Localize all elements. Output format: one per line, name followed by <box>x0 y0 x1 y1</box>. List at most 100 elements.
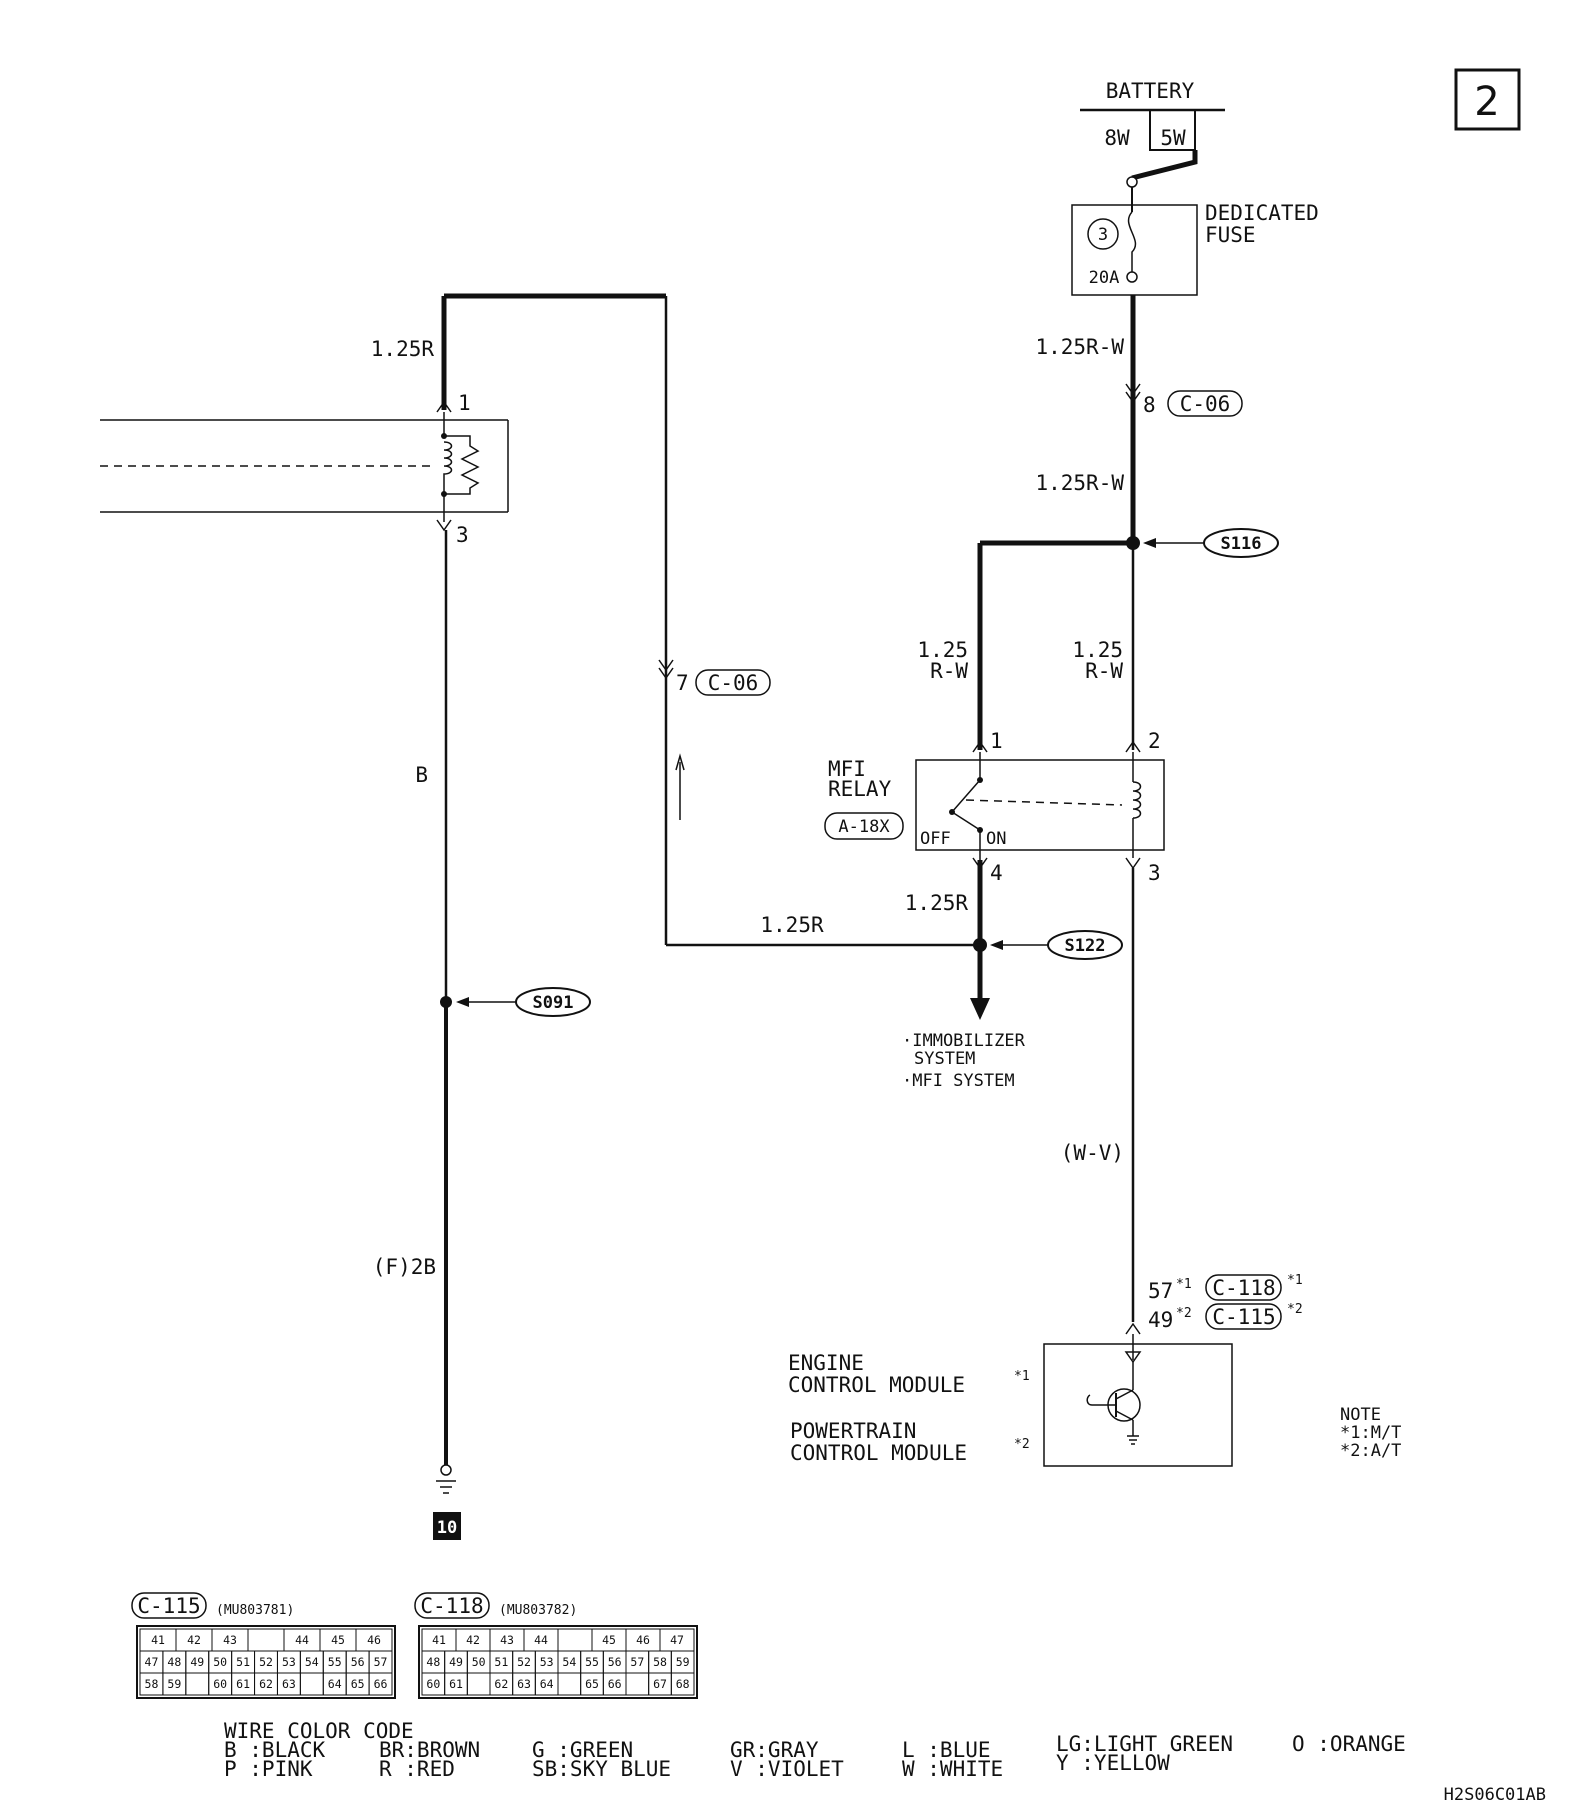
fuse-label-line2: FUSE <box>1205 223 1256 247</box>
pin57-sup: *1 <box>1176 1277 1192 1292</box>
c115-label: C-115 <box>1212 1305 1275 1329</box>
connector-pin-number: 66 <box>374 1677 388 1691</box>
connector-pin-number: 60 <box>213 1677 227 1691</box>
c118-face-outer <box>418 1625 698 1699</box>
relay-name-line2: RELAY <box>828 777 892 801</box>
connector-pin-number: 57 <box>374 1655 388 1669</box>
connector-pin-number: 48 <box>426 1655 440 1669</box>
relay-off-label: OFF <box>920 829 951 849</box>
connector-pin-number: 42 <box>466 1633 480 1647</box>
wire-label-relay4: 1.25R <box>905 891 969 915</box>
connector-cavity-empty <box>466 1672 491 1696</box>
left-comp-pin1-arrow <box>436 400 452 413</box>
wire-label-control: (W-V) <box>1061 1141 1124 1165</box>
color-code-lg: LG:LIGHT GREEN <box>1056 1732 1233 1756</box>
pin49: 49 <box>1148 1308 1173 1332</box>
s116-arrowhead <box>1143 538 1156 548</box>
battery-label: BATTERY <box>1106 79 1195 103</box>
transistor-base-hook <box>1086 1394 1093 1406</box>
ground-terminal <box>440 1464 452 1476</box>
fuse-rating: 20A <box>1089 268 1120 288</box>
connector-pin-number: 46 <box>367 1633 381 1647</box>
wire-label-horizontal: 1.25R <box>760 913 824 937</box>
page-number: 2 <box>1474 79 1499 125</box>
color-code-r: R :RED <box>379 1757 455 1781</box>
output-line3: ·MFI SYSTEM <box>902 1071 1015 1091</box>
splice-s116-label: S116 <box>1221 534 1262 554</box>
connector-pin-number: 57 <box>630 1655 644 1669</box>
wire-8w: 8W <box>1104 126 1130 150</box>
note-title: NOTE <box>1340 1405 1381 1425</box>
s091-arrowhead <box>456 997 469 1007</box>
page-number-box <box>1454 68 1521 131</box>
connector-pin-number: 61 <box>449 1677 463 1691</box>
fuse-label-line1: DEDICATED <box>1205 201 1319 225</box>
s122-arrowhead <box>990 940 1003 950</box>
relay-name-line1: MFI <box>828 757 866 781</box>
wire-label-relay2-l1: 1.25 <box>1072 638 1123 662</box>
powertrain-module-line2: CONTROL MODULE <box>790 1441 967 1465</box>
connector-pin-number: 44 <box>534 1633 548 1647</box>
connector-cavity-empty <box>557 1672 582 1696</box>
left-comp-resistor <box>444 435 480 495</box>
fuse-terminal-top <box>1126 176 1138 188</box>
c118-face-part: (MU803782) <box>499 1603 577 1618</box>
connector-cavity-empty <box>247 1628 285 1652</box>
color-code-v: V :VIOLET <box>730 1757 844 1781</box>
fuse-element <box>1127 211 1137 272</box>
c118-face-label: C-118 <box>420 1594 483 1618</box>
c06-box-left <box>695 669 771 696</box>
connector-pin-number: 59 <box>676 1655 690 1669</box>
color-code-l: L :BLUE <box>902 1738 991 1762</box>
relay-on-label: ON <box>986 829 1006 849</box>
wire-label-left-top: 1.25R <box>371 337 435 361</box>
color-code-g: G :GREEN <box>532 1738 633 1762</box>
relay-pin1: 1 <box>990 729 1003 753</box>
relay-pin4: 4 <box>990 861 1003 885</box>
connector-cavity-empty <box>299 1672 324 1696</box>
wire-label-fuse-out: 1.25R-W <box>1035 335 1124 359</box>
connector-pin-number: 47 <box>670 1633 684 1647</box>
splice-s091-badge <box>515 987 591 1017</box>
relay-connector: A-18X <box>838 817 890 837</box>
connector-mark-c06-8 <box>1125 383 1141 404</box>
powertrain-module-sup: *2 <box>1014 1437 1030 1452</box>
c06-pin8: 8 <box>1143 393 1156 417</box>
fuse-terminal-bottom <box>1126 271 1138 283</box>
color-code-y: Y :YELLOW <box>1056 1751 1170 1775</box>
engine-module-sup: *1 <box>1014 1369 1030 1384</box>
output-arrowhead <box>970 998 990 1020</box>
splice-s122-badge <box>1047 930 1123 960</box>
connector-pin-number: 61 <box>236 1677 250 1691</box>
c06-box-right <box>1167 390 1243 417</box>
wire-label-relay1-l1: 1.25 <box>917 638 968 662</box>
connector-pin-number: 67 <box>653 1677 667 1691</box>
connector-pin-number: 65 <box>351 1677 365 1691</box>
color-code-w: W :WHITE <box>902 1757 1003 1781</box>
relay-pin2-arrow <box>1125 740 1141 753</box>
connector-pin-number: 50 <box>213 1655 227 1669</box>
connector-pin-number: 54 <box>305 1655 319 1669</box>
c06-label-left: C-06 <box>708 671 759 695</box>
connector-pin-number: 62 <box>259 1677 273 1691</box>
transistor-emitter-leg <box>1115 1410 1134 1421</box>
c115-face-part: (MU803781) <box>216 1603 294 1618</box>
c118-box <box>1205 1274 1282 1301</box>
connector-pin-number: 63 <box>282 1677 296 1691</box>
left-comp-pin3: 3 <box>456 523 469 547</box>
color-code-sb: SB:SKY BLUE <box>532 1757 671 1781</box>
connector-pin-number: 58 <box>653 1655 667 1669</box>
connector-pin-number: 63 <box>517 1677 531 1691</box>
connector-mark-c06-7 <box>658 659 674 680</box>
connector-pin-number: 54 <box>562 1655 576 1669</box>
wire-label-to-s116: 1.25R-W <box>1035 471 1124 495</box>
relay-coil <box>1132 781 1142 819</box>
color-code-o: O :ORANGE <box>1292 1732 1406 1756</box>
c118-sup: *1 <box>1287 1273 1303 1288</box>
engine-module-line2: CONTROL MODULE <box>788 1373 965 1397</box>
connector-pin-number: 55 <box>585 1655 599 1669</box>
connector-pin-number: 42 <box>187 1633 201 1647</box>
splice-dot-s116 <box>1126 536 1140 550</box>
connector-pin-number: 59 <box>167 1677 181 1691</box>
connector-pin-number: 53 <box>282 1655 296 1669</box>
